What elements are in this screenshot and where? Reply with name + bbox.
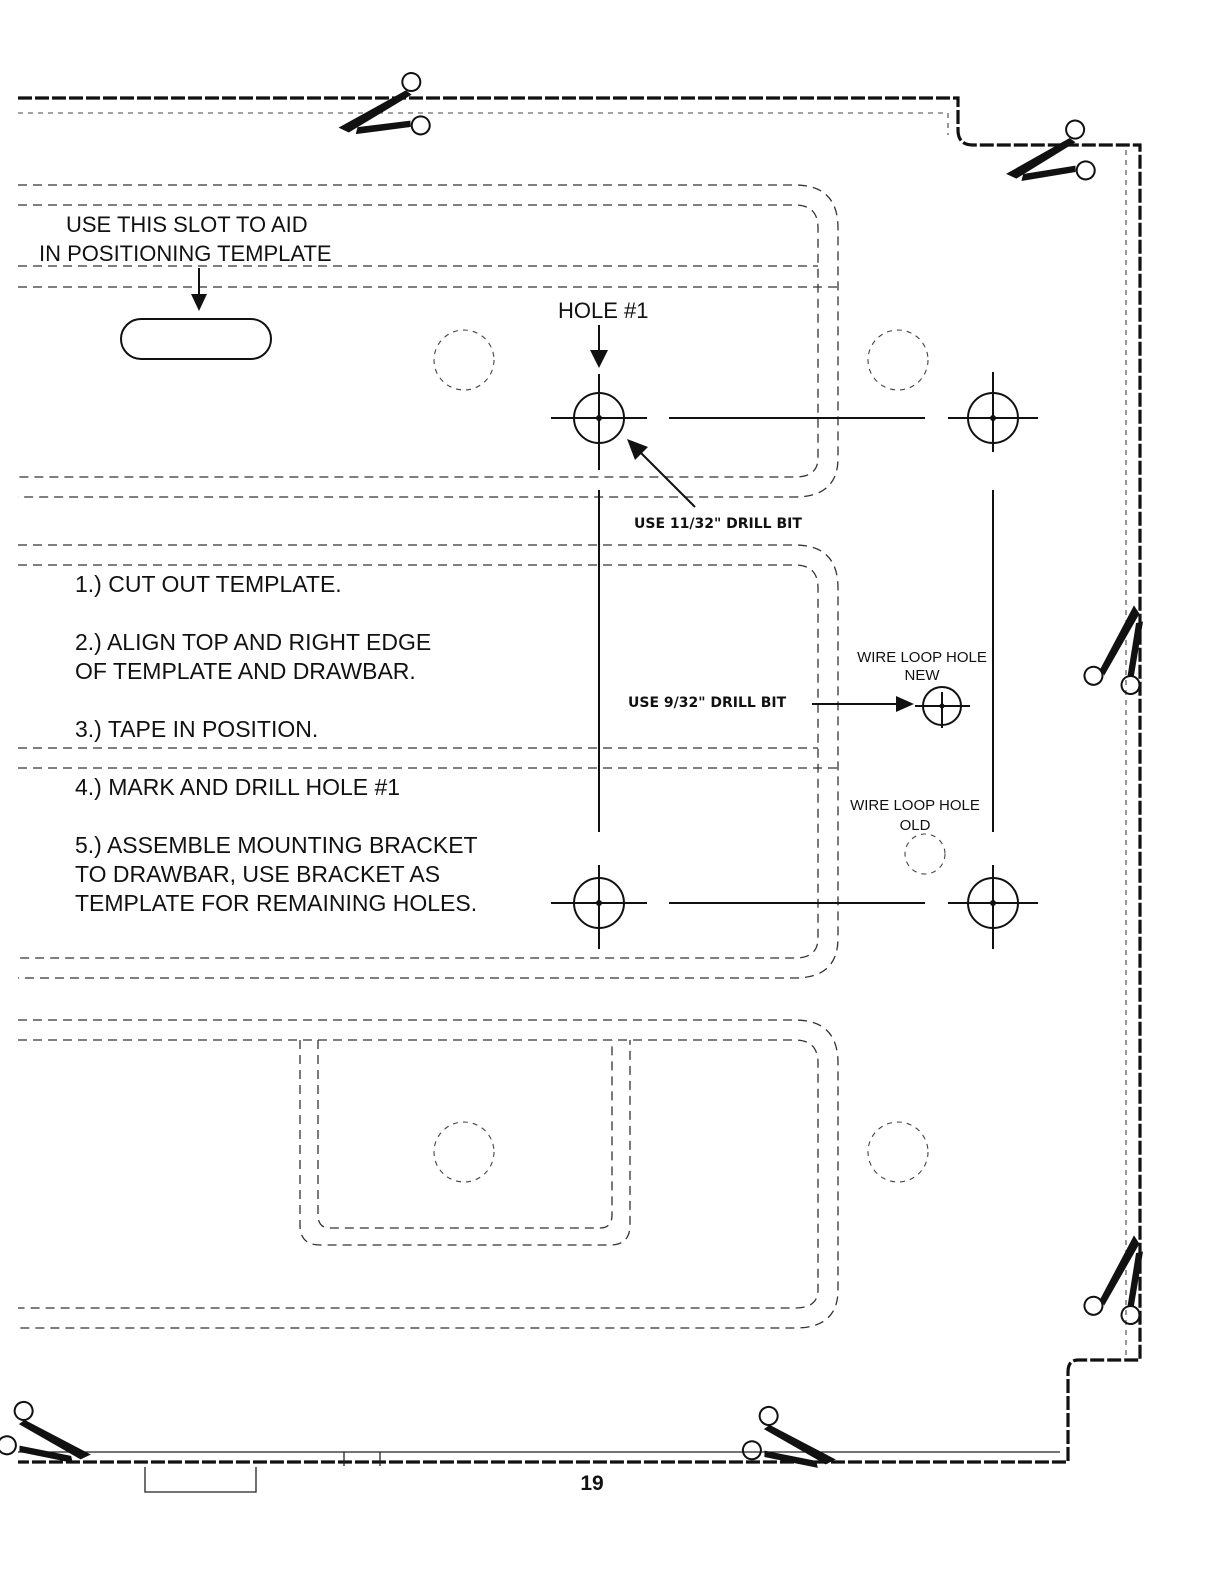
cut-outline bbox=[18, 96, 1142, 1464]
drawbar-outline-top bbox=[18, 184, 839, 498]
arrow-icon bbox=[627, 439, 696, 508]
arrow-icon bbox=[191, 268, 207, 311]
step-5-line-3: TEMPLATE FOR REMAINING HOLES. bbox=[75, 890, 477, 916]
crosshair-icon bbox=[948, 372, 1038, 452]
wire-loop-new-line-1: WIRE LOOP HOLE bbox=[857, 649, 987, 666]
step-5-line-1: 5.) ASSEMBLE MOUNTING BRACKET bbox=[75, 832, 478, 858]
crosshair-icon bbox=[915, 686, 970, 728]
drill-bit-9-32-label: USE 9/32" DRILL BIT bbox=[628, 695, 787, 711]
arrow-icon bbox=[590, 325, 608, 368]
step-2-line-2: OF TEMPLATE AND DRAWBAR. bbox=[75, 658, 416, 684]
instruction-steps: 1.) CUT OUT TEMPLATE. 2.) ALIGN TOP AND … bbox=[75, 571, 478, 916]
step-5-line-2: TO DRAWBAR, USE BRACKET AS bbox=[75, 861, 440, 887]
scissors-icon bbox=[1083, 1235, 1144, 1326]
wire-loop-old-line-1: WIRE LOOP HOLE bbox=[850, 797, 980, 814]
arrow-icon bbox=[812, 696, 914, 712]
drawbar-outline-middle bbox=[18, 544, 839, 979]
step-4-line-1: 4.) MARK AND DRILL HOLE #1 bbox=[75, 774, 400, 800]
scissors-icon bbox=[0, 1400, 91, 1463]
drawbar-outline-bottom bbox=[18, 1019, 839, 1329]
reference-circle bbox=[867, 1121, 929, 1183]
crosshair-icon bbox=[551, 865, 647, 949]
alignment-lines bbox=[598, 417, 994, 904]
scissors-icon bbox=[1083, 605, 1144, 696]
positioning-slot bbox=[120, 318, 272, 360]
step-2-line-1: 2.) ALIGN TOP AND RIGHT EDGE bbox=[75, 629, 431, 655]
crosshair-icon bbox=[551, 374, 647, 470]
slot-note-line-1: USE THIS SLOT TO AID bbox=[66, 212, 308, 237]
wire-loop-hole-old-circle bbox=[904, 833, 946, 875]
wire-loop-old-line-2: OLD bbox=[900, 817, 931, 834]
reference-circles bbox=[433, 329, 946, 1183]
scissors-icon bbox=[338, 72, 431, 136]
reference-circle bbox=[433, 329, 495, 391]
reference-circle bbox=[867, 329, 929, 391]
scissors-icon bbox=[1006, 119, 1096, 182]
scissors-icon bbox=[741, 1405, 836, 1468]
wire-loop-new-line-2: NEW bbox=[905, 667, 941, 684]
slot-note-line-2: IN POSITIONING TEMPLATE bbox=[39, 241, 332, 266]
step-3-line-1: 3.) TAPE IN POSITION. bbox=[75, 716, 318, 742]
step-1-line-1: 1.) CUT OUT TEMPLATE. bbox=[75, 571, 342, 597]
reference-circle bbox=[433, 1121, 495, 1183]
crosshair-icon bbox=[948, 865, 1038, 949]
bottom-tab bbox=[144, 1467, 257, 1493]
drill-bit-11-32-label: USE 11/32" DRILL BIT bbox=[634, 516, 802, 532]
hole-1-label: HOLE #1 bbox=[558, 298, 649, 323]
page-number: 19 bbox=[580, 1472, 603, 1495]
